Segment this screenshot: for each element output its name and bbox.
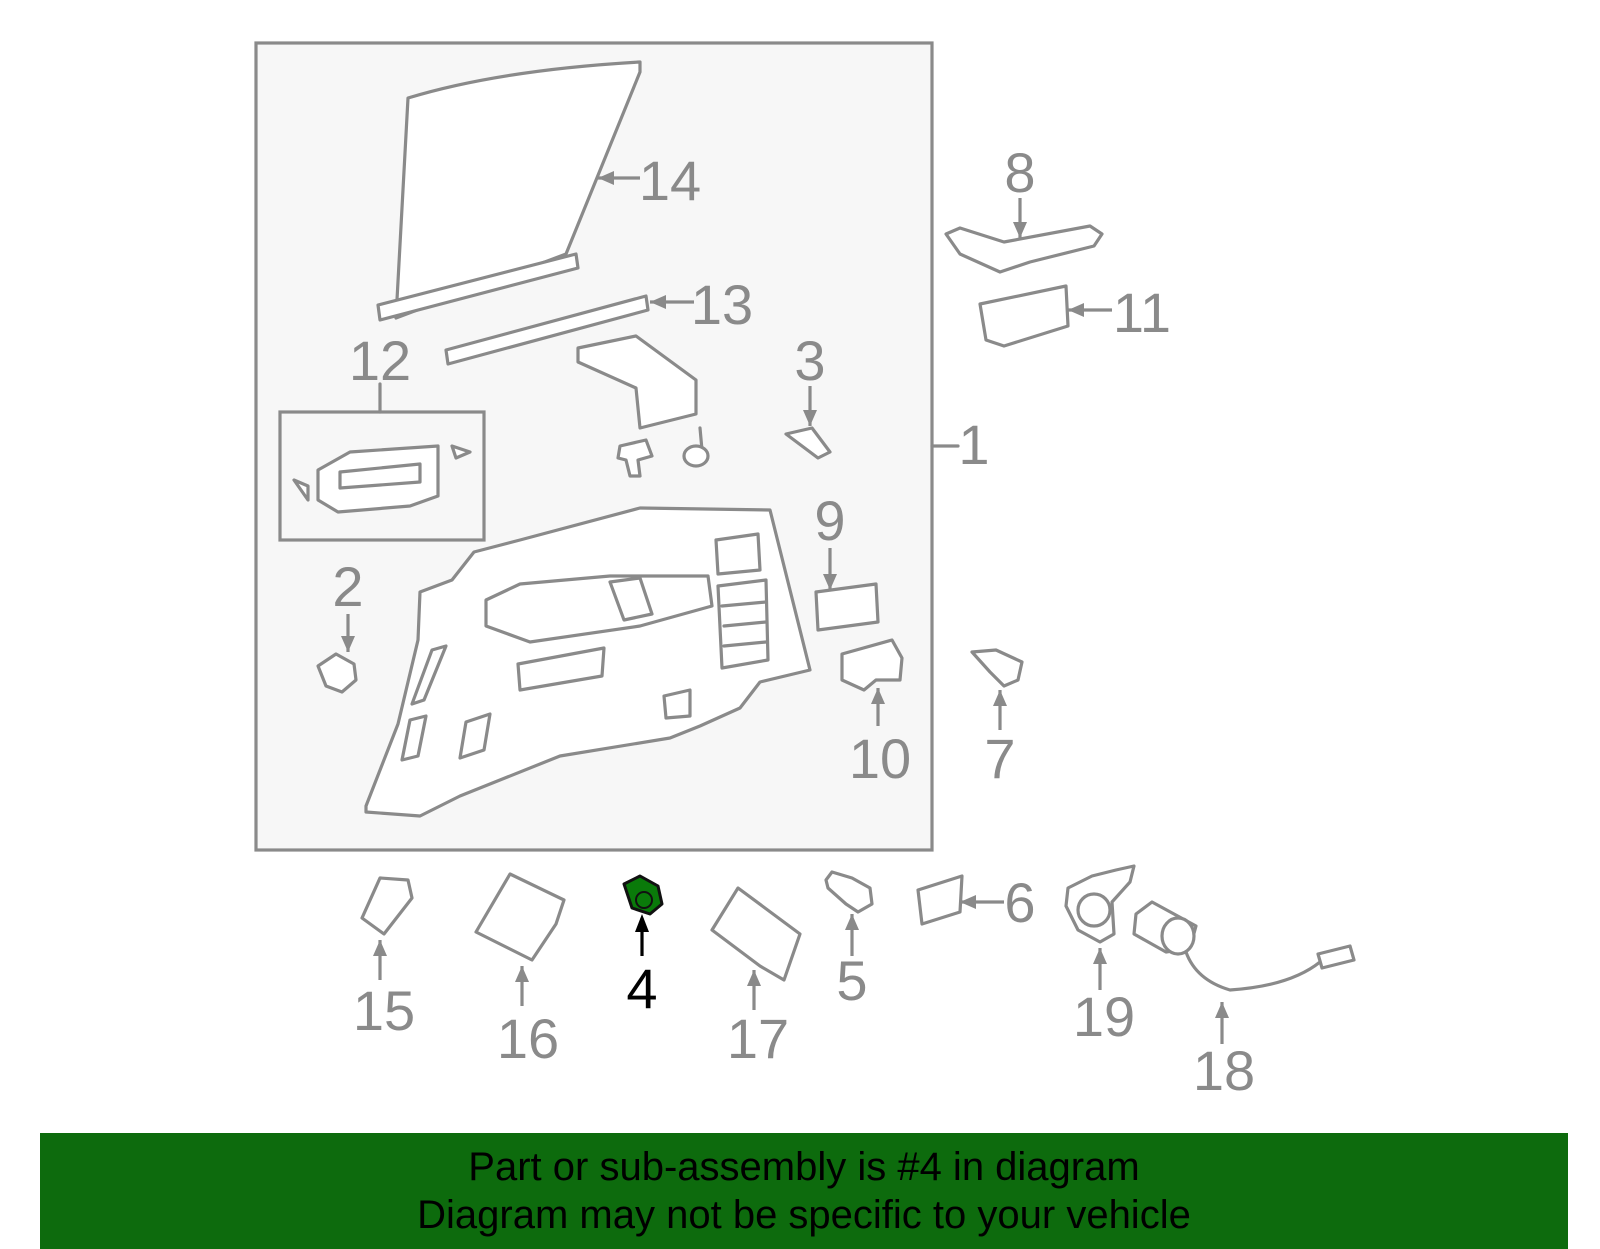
label-7: 7 [984,727,1015,790]
part-5-bolt[interactable] [824,870,874,914]
part-14-cargo-cover[interactable] [376,60,642,322]
label-12: 12 [349,329,411,392]
part-box-cover[interactable] [576,334,698,430]
label-17: 17 [727,1007,789,1070]
banner-line-2: Diagram may not be specific to your vehi… [417,1193,1191,1237]
label-13: 13 [691,273,753,336]
part-push-pin[interactable] [682,426,710,468]
info-banner: Part or sub-assembly is #4 in diagram Di… [40,1133,1568,1249]
label-14: 14 [639,149,701,212]
label-4: 4 [626,957,657,1020]
part-small-clip[interactable] [616,438,654,478]
part-17-box[interactable] [710,886,802,982]
label-10: 10 [849,727,911,790]
part-13-trim-strip[interactable] [444,294,650,366]
part-8-bracket[interactable] [944,224,1104,274]
label-6: 6 [1004,871,1035,934]
label-8: 8 [1004,141,1035,204]
part-3-clip[interactable] [784,426,832,460]
label-19: 19 [1073,985,1135,1048]
part-19-holder[interactable] [1064,864,1136,944]
label-1: 1 [958,413,989,476]
label-15: 15 [353,979,415,1042]
part-4-bolt-highlighted[interactable] [622,874,664,916]
part-12-box [278,410,486,542]
label-3: 3 [794,329,825,392]
label-2: 2 [332,555,363,618]
part-2-bolt[interactable] [316,652,358,694]
part-7-clip[interactable] [970,648,1024,688]
part-15-cover[interactable] [360,876,414,936]
label-9: 9 [814,489,845,552]
part-6-pad[interactable] [916,874,964,926]
part-12-tray[interactable] [292,444,472,514]
part-18-socket-harness[interactable] [1132,900,1356,992]
part-9-bracket[interactable] [814,582,880,632]
label-5: 5 [836,949,867,1012]
banner-line-1: Part or sub-assembly is #4 in diagram [468,1145,1140,1189]
part-11-plate[interactable] [978,284,1070,348]
label-18: 18 [1193,1039,1255,1102]
label-16: 16 [497,1007,559,1070]
part-16-box[interactable] [474,872,566,962]
label-11: 11 [1113,281,1171,344]
part-1-quarter-trim-panel[interactable] [364,506,812,818]
part-10-bracket[interactable] [840,638,904,692]
